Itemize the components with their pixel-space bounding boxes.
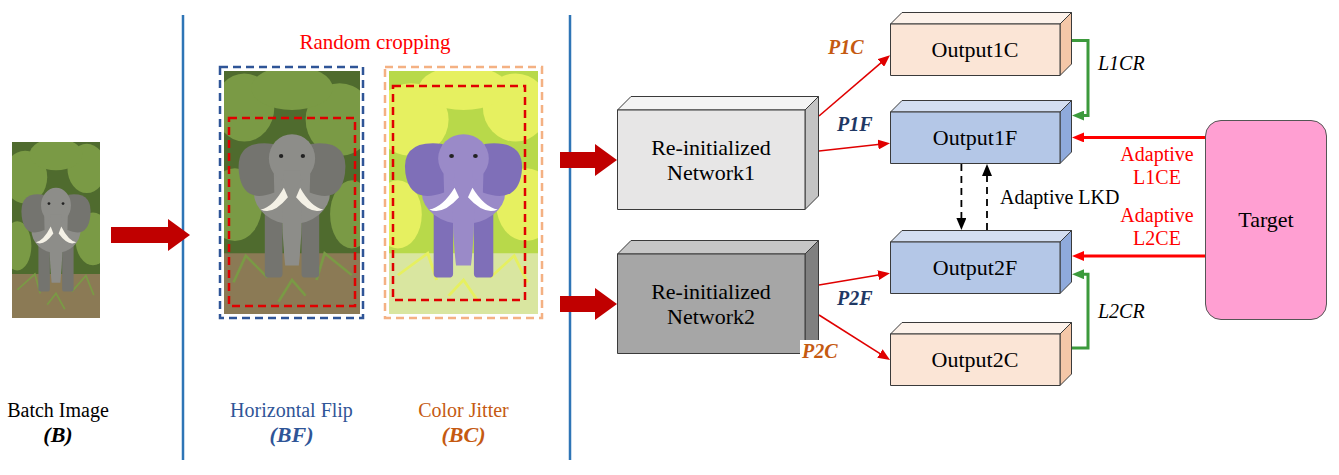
edge-label: P1F [835,113,875,136]
node-text: Color Jitter [418,399,509,422]
crop-rect [393,86,525,300]
cuboid-top [618,241,819,255]
node-text: Output2C [932,347,1019,372]
arrow-line [1082,255,1205,258]
image-node: Color Jitter(BC) [385,67,542,447]
box-face: Output1C [890,24,1060,76]
cuboid-front [891,24,1061,76]
flip-frame [220,67,363,318]
cuboid-front [891,242,1061,294]
image-node: Horizontal Flip(BF) [218,67,365,447]
box-face: Re-initialized Network1 [617,110,805,210]
arrow-line [1072,274,1088,348]
output-box: Output2C [890,322,1072,386]
edge-label: Adaptive L2CE [1115,204,1199,250]
edge-label: Adaptive LKD [998,186,1121,209]
output-box: Output2F [890,230,1072,294]
edge-label: Adaptive L1CE [1115,143,1199,189]
edge-label: L2CR [1096,300,1147,323]
cuboid-top [891,13,1072,25]
dashed-arrow [986,174,988,230]
node-text: Re-initialized Network1 [628,135,794,186]
target-box: Target [1205,120,1327,320]
edge-label: P1C [826,36,866,59]
network-box: Re-initialized Network1 [617,96,819,210]
elephant-photo [3,138,110,318]
cuboid-side [1060,231,1072,294]
node-text: Re-initialized Network2 [628,279,794,330]
node-text: (B) [43,422,72,447]
output-box: Output1F [890,100,1072,164]
cuboid-front [891,334,1061,386]
elephant-photo [208,66,374,314]
arrow-line [1082,136,1205,139]
box-face: Re-initialized Network2 [617,254,805,354]
box-face: Output2F [890,242,1060,294]
node-text: (BC) [442,422,486,447]
output-box: Output1C [890,12,1072,76]
cuboid-top [891,231,1072,243]
image-node: Batch Image(B) [5,140,111,447]
cuboid-front [618,254,806,354]
node-text: (BF) [270,422,314,447]
block-arrow [560,288,617,320]
cuboid-side [1060,101,1072,164]
node-text: Target [1238,207,1293,232]
cuboid-side [805,241,819,354]
network-box: Re-initialized Network2 [617,240,819,354]
node-text: Output2F [933,255,1017,280]
cuboid-side [1060,323,1072,386]
cuboid-top [891,323,1072,335]
arrow-line [1072,41,1088,116]
augmentation-panel: Random croppingHorizontal Flip(BF)Color … [190,20,560,450]
node-text: Output1F [933,125,1017,150]
node-text: Batch Image [7,399,109,422]
cuboid-side [1060,13,1072,76]
edge-label: P2C [800,340,840,363]
cuboid-side [805,97,819,210]
box-face: Output2C [890,334,1060,386]
cuboid-front [618,110,806,210]
jittered-photo [374,66,556,314]
cuboid-top [891,101,1072,113]
edge-label: L1CR [1096,52,1147,75]
edge-label: P2F [835,287,875,310]
crop-rect [229,118,355,306]
box-face: Output1F [890,112,1060,164]
flipped-photo [208,66,374,314]
block-arrow [560,144,617,176]
dashed-arrow [961,164,963,220]
jitter-frame [385,67,542,318]
block-arrow [111,219,190,251]
arrow-line [819,62,882,116]
separator-line [569,15,572,460]
node-text: Random cropping [299,30,450,54]
cuboid-top [618,97,819,111]
arrow-line [819,275,880,285]
arrow-line [819,144,880,151]
node-text: Horizontal Flip [230,399,353,422]
node-text: Output1C [932,37,1019,62]
cuboid-front [891,112,1061,164]
